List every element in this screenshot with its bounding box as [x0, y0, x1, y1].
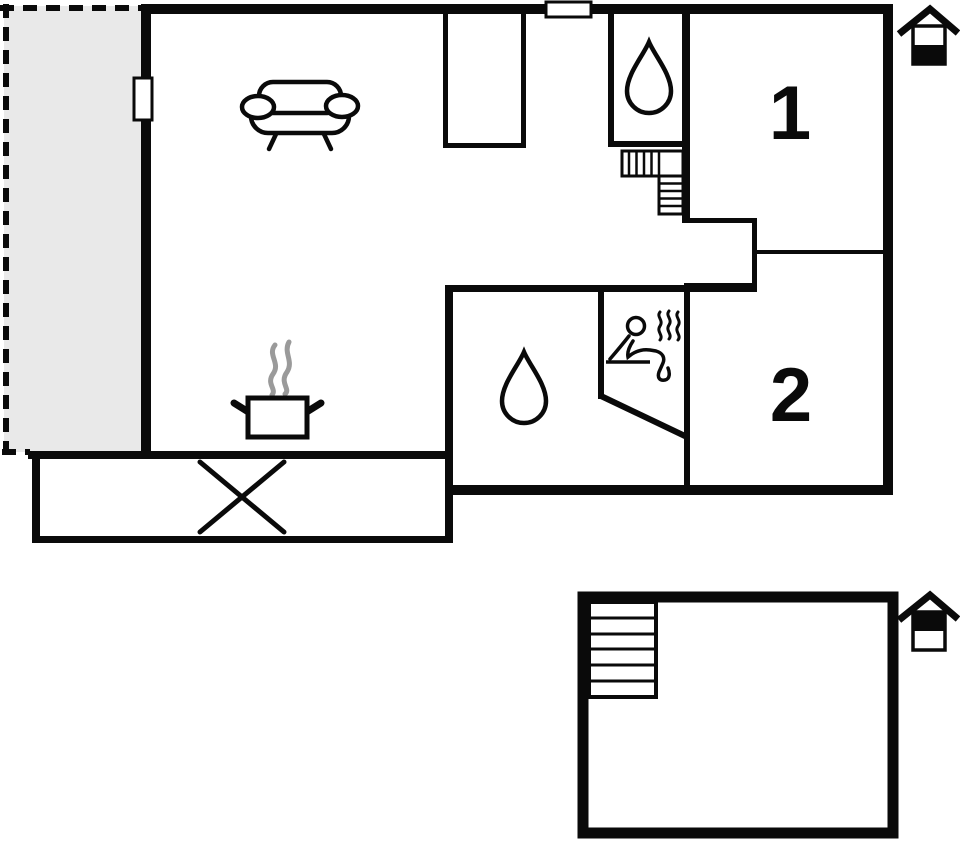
wall-segment-terrace-bottom [32, 536, 453, 543]
veranda-fill [4, 6, 146, 452]
wall-segment-terrace-left [32, 451, 40, 543]
wall-segment-right [883, 4, 893, 495]
sofa-icon [239, 79, 361, 152]
walls [28, 4, 893, 543]
sauna-person-arm [608, 334, 631, 361]
wall-segment-bathroom-top-bottom [608, 141, 688, 147]
veranda-area [0, 4, 146, 455]
house-roof [896, 590, 960, 623]
room-1-label: 1 [769, 71, 811, 156]
house-level-icon-upper-half-filled [896, 590, 960, 652]
wall-segment-living-bottom [28, 451, 453, 459]
house-roof [896, 4, 960, 37]
steam-icon [268, 342, 279, 398]
water-drop-icon [499, 346, 549, 426]
main-floor-plan: 1 2 [0, 0, 960, 543]
steam-icon [281, 339, 292, 397]
wall-segment-bathroom-top-left [608, 14, 614, 147]
sofa-armrest-right [323, 92, 361, 120]
pot-body [245, 395, 310, 440]
house-filled-level [913, 612, 945, 631]
wall-segment-closet-bottom [443, 143, 526, 148]
wall-segment-room-divider [757, 250, 888, 254]
wall-segment-room1-left [682, 14, 690, 223]
wall-segment-closet-right [521, 14, 526, 148]
wall-segment-sauna-diagonal [599, 393, 689, 440]
wall-segment-sauna-left [598, 287, 604, 399]
wall-segment-room2-left [684, 289, 690, 490]
wall-segment-top [141, 4, 893, 14]
house-level-icon-lower-half-filled [896, 4, 960, 66]
stairs-treads-horizontal-run [627, 151, 661, 176]
wall-segment-hall-top [690, 218, 754, 223]
wall-segment-bath-left [445, 287, 453, 543]
staircase-icon [620, 149, 685, 216]
basement-stairs-treads [589, 616, 656, 683]
wall-segment-left [141, 4, 151, 459]
sauna-person-body [626, 339, 671, 382]
cooking-pot-icon [230, 339, 325, 440]
basement-floor-plan [577, 590, 960, 839]
room-2-label: 2 [770, 353, 812, 438]
wall-segment-bottom-right [445, 485, 893, 495]
sofa-armrest-left [239, 93, 277, 121]
wall-segment-hall-right [752, 218, 757, 290]
stairs-vertical-run [657, 174, 685, 216]
sauna-person-icon [606, 309, 681, 382]
heat-waves-icon [657, 309, 681, 342]
window-icon [544, 0, 593, 19]
staircase-icon [587, 600, 658, 699]
water-drop-icon [624, 36, 674, 116]
wall-segment-hall-bottom [684, 283, 757, 289]
terrace-cross-icon [197, 459, 287, 535]
sauna-person-head [625, 315, 647, 337]
window-icon [132, 76, 154, 122]
house-filled-level [913, 45, 945, 64]
stairs-treads-vertical-run [659, 182, 683, 208]
wall-segment-closet-left [443, 14, 448, 148]
